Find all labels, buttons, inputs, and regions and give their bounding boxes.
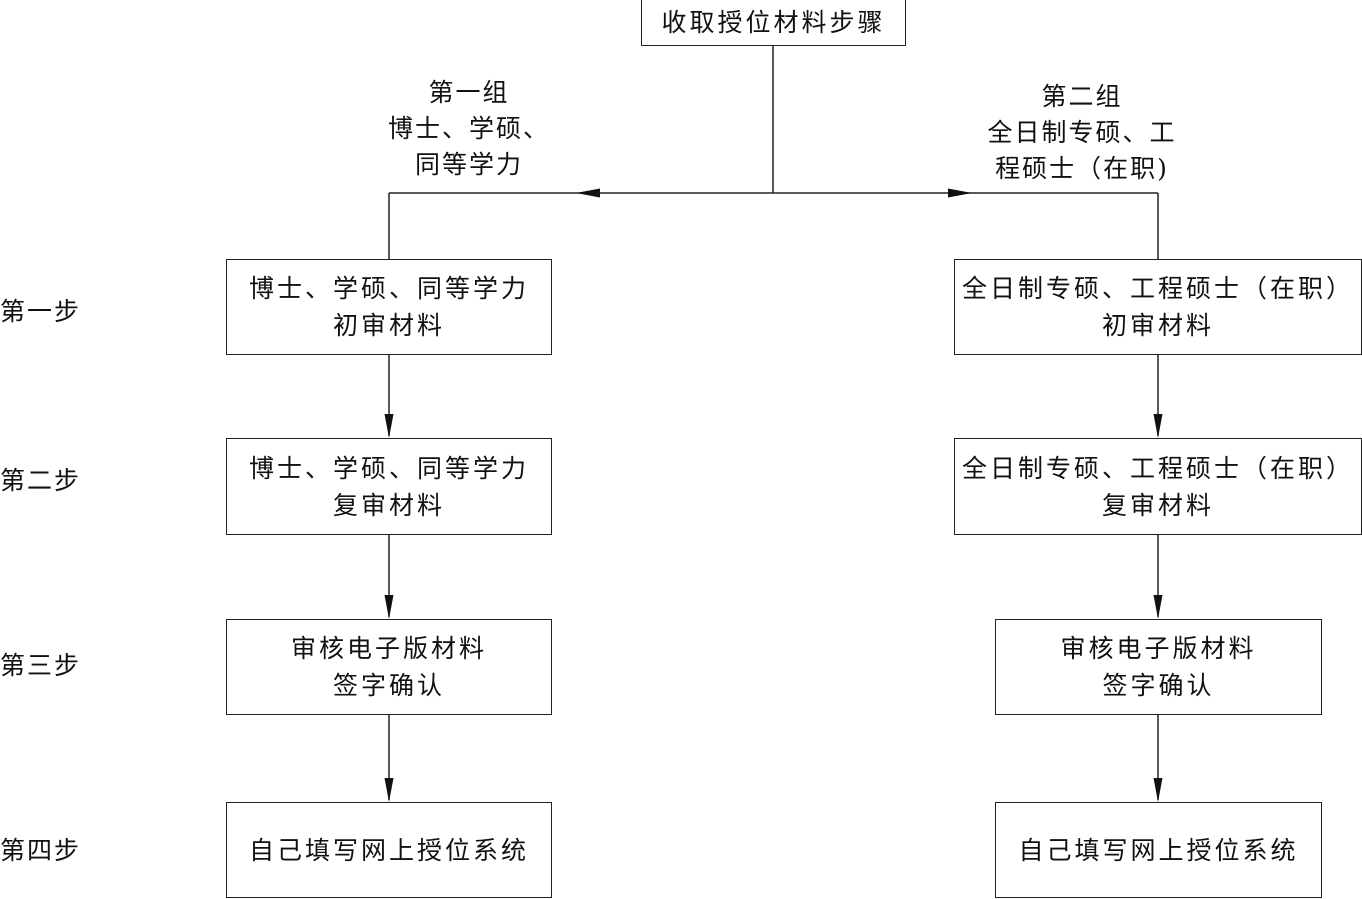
box-line: 全日制专硕、工程硕士（在职） bbox=[961, 274, 1354, 303]
box-line: 签字确认 bbox=[1102, 671, 1215, 700]
box-line: 审核电子版材料 bbox=[1060, 634, 1257, 663]
arrowhead-left-step2 bbox=[384, 414, 394, 438]
arrowhead-left-horizontal bbox=[576, 188, 600, 198]
box-line: 自己填写网上授位系统 bbox=[1018, 835, 1299, 865]
group-1-heading-line-3: 同等学力 bbox=[414, 150, 523, 179]
group-2-step-4-box: 自己填写网上授位系统 bbox=[995, 802, 1322, 898]
arrowhead-left-step3 bbox=[384, 595, 394, 619]
box-line: 自己填写网上授位系统 bbox=[248, 835, 529, 865]
group-2-heading-line-3: 程硕士（在职) bbox=[995, 154, 1169, 183]
group-2-heading: 第二组 全日制专硕、工 程硕士（在职) bbox=[962, 79, 1202, 187]
box-line: 全日制专硕、工程硕士（在职） bbox=[961, 453, 1354, 483]
box-line: 复审材料 bbox=[1101, 490, 1214, 520]
group-1-step-1-box: 博士、学硕、同等学力 初审材料 bbox=[226, 259, 552, 355]
arrowhead-left-step4 bbox=[384, 778, 394, 802]
group-2-step-2-box: 全日制专硕、工程硕士（在职） 复审材料 bbox=[954, 438, 1362, 535]
box-line: 博士、学硕、同等学力 bbox=[248, 274, 529, 303]
group-1-step-4-box: 自己填写网上授位系统 bbox=[226, 802, 552, 898]
box-line: 博士、学硕、同等学力 bbox=[248, 453, 529, 483]
title-text: 收取授位材料步骤 bbox=[661, 7, 886, 37]
arrowhead-right-horizontal bbox=[948, 188, 972, 198]
step-label-2: 第二步 bbox=[0, 466, 82, 495]
box-line: 初审材料 bbox=[1101, 311, 1214, 340]
step-label-1: 第一步 bbox=[0, 297, 82, 326]
group-1-heading-line-2: 博士、学硕、 bbox=[387, 114, 550, 143]
group-2-heading-line-1: 第二组 bbox=[1041, 82, 1123, 111]
arrowhead-right-step4 bbox=[1153, 778, 1163, 802]
box-line: 签字确认 bbox=[332, 671, 445, 700]
group-1-heading-line-1: 第一组 bbox=[428, 78, 510, 107]
step-label-3: 第三步 bbox=[0, 651, 82, 680]
group-1-step-2-box: 博士、学硕、同等学力 复审材料 bbox=[226, 438, 552, 535]
arrowhead-right-step2 bbox=[1153, 414, 1163, 438]
box-line: 初审材料 bbox=[332, 311, 445, 340]
arrowhead-right-step3 bbox=[1153, 595, 1163, 619]
box-line: 复审材料 bbox=[332, 490, 445, 520]
box-line: 审核电子版材料 bbox=[290, 634, 487, 663]
group-2-heading-line-2: 全日制专硕、工 bbox=[987, 118, 1177, 147]
group-2-step-1-box: 全日制专硕、工程硕士（在职） 初审材料 bbox=[954, 259, 1362, 355]
group-1-heading: 第一组 博士、学硕、 同等学力 bbox=[369, 75, 569, 183]
group-1-step-3-box: 审核电子版材料 签字确认 bbox=[226, 619, 552, 715]
title-box: 收取授位材料步骤 bbox=[641, 0, 906, 46]
step-label-4: 第四步 bbox=[0, 836, 82, 865]
group-2-step-3-box: 审核电子版材料 签字确认 bbox=[995, 619, 1322, 715]
